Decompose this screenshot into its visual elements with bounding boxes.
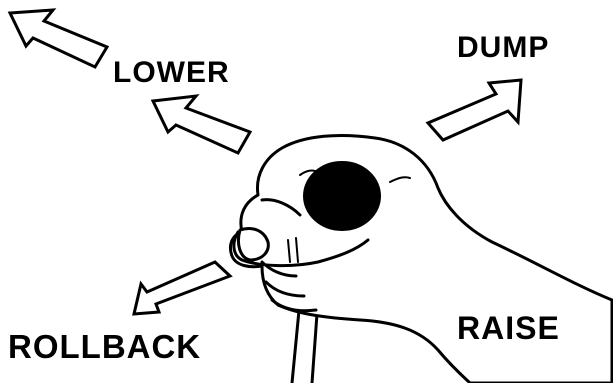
dump-arrow <box>428 80 521 140</box>
joystick-lever-icon <box>304 162 380 230</box>
rollback-label: ROLLBACK <box>8 330 201 363</box>
lower-arrow-inner <box>153 96 250 153</box>
thumbnail <box>238 229 268 261</box>
dump-label: DUMP <box>457 33 549 63</box>
lower-arrow-outer <box>10 10 107 67</box>
lower-label: LOWER <box>113 58 230 88</box>
raise-label: RAISE <box>457 312 560 344</box>
rollback-arrow <box>134 262 230 314</box>
